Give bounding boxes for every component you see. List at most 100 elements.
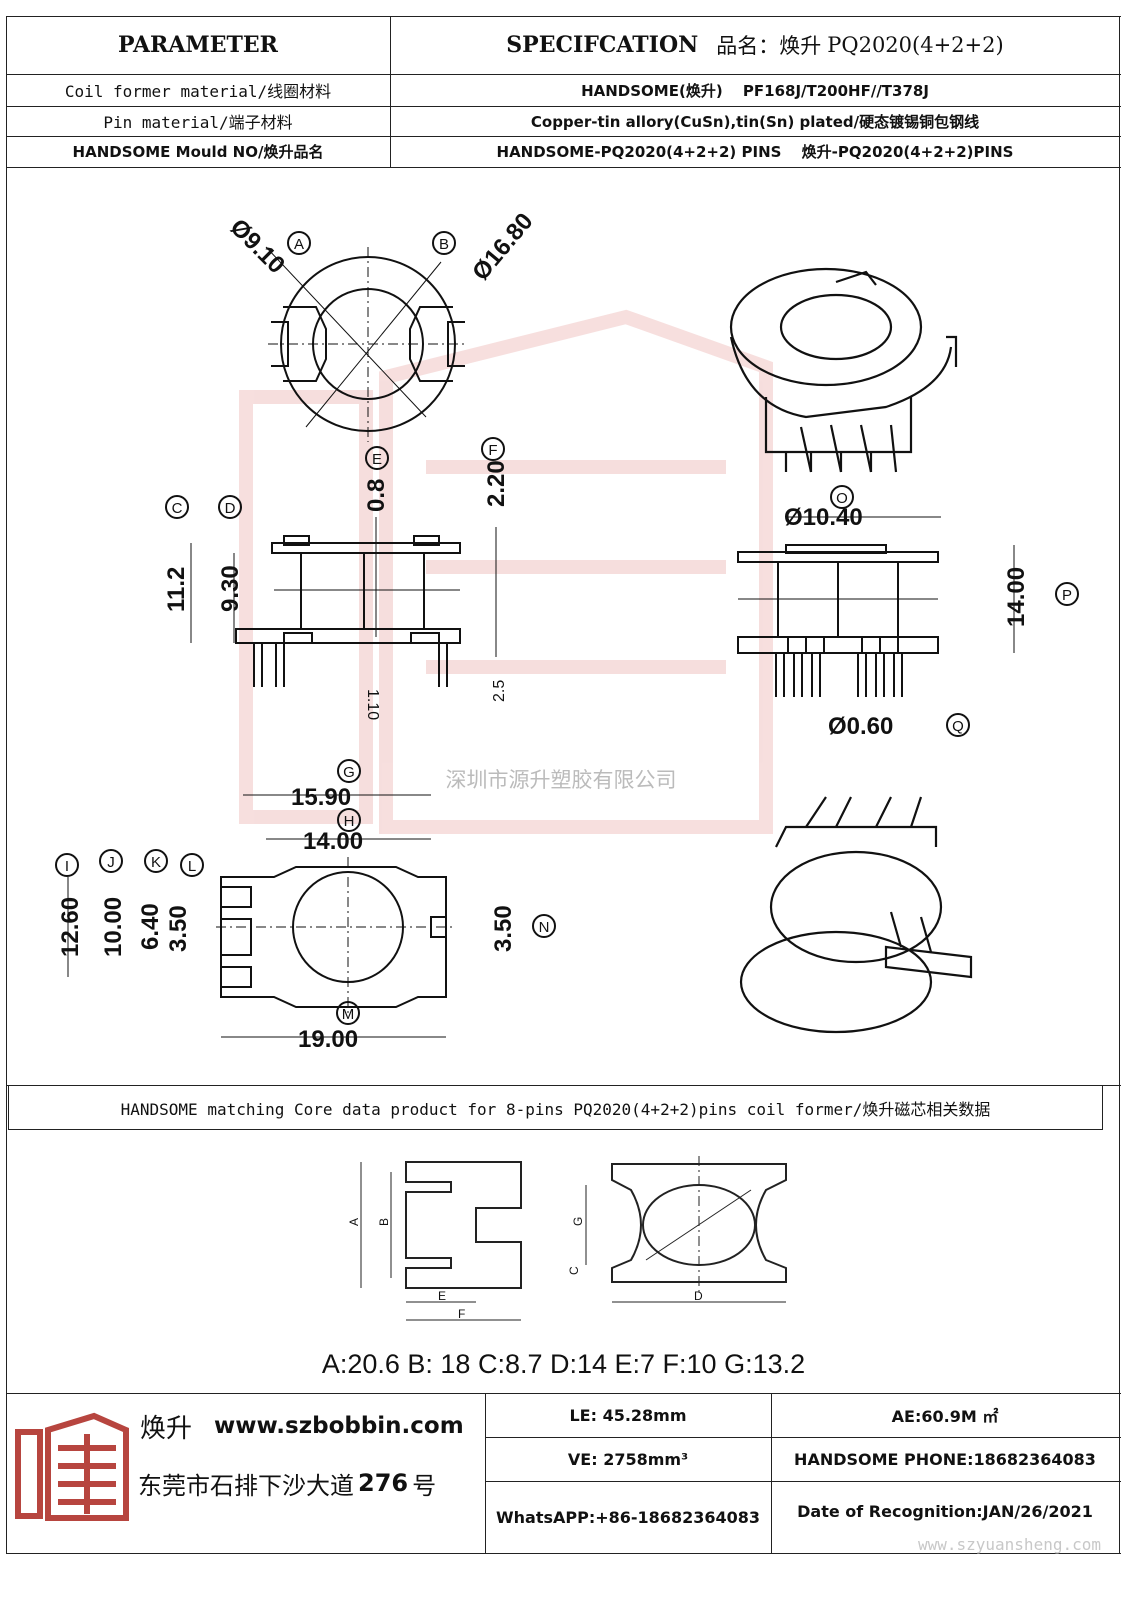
parameter-header: PARAMETER bbox=[118, 32, 278, 58]
iso-view-bottom bbox=[739, 796, 973, 1034]
marker-o: O bbox=[830, 485, 854, 509]
dim-1-10: 1.10 bbox=[364, 689, 381, 720]
coil-former-drawing: Ø9.10 A B Ø16.80 bbox=[55, 208, 1079, 1053]
address-line: 东莞市石排下沙大道 276 号 bbox=[138, 1458, 485, 1508]
bottom-view bbox=[67, 794, 456, 1038]
ae-value: AE:60.9M ㎡ bbox=[891, 1407, 999, 1426]
svg-text:G: G bbox=[343, 764, 355, 781]
dim-phi-16-80: Ø16.80 bbox=[467, 208, 538, 286]
core-title-box: HANDSOME matching Core data product for … bbox=[8, 1085, 1103, 1130]
core-title: HANDSOME matching Core data product for … bbox=[120, 1099, 991, 1119]
svg-text:B: B bbox=[439, 236, 449, 253]
row-label: Pin material/端子材料 bbox=[103, 113, 293, 132]
marker-c: C bbox=[165, 495, 189, 519]
dim-10-00: 10.00 bbox=[100, 897, 127, 957]
core-label-g: G bbox=[571, 1217, 585, 1226]
dim-9-30: 9.30 bbox=[217, 565, 244, 612]
row-value: Copper-tin allory(CuSn),tin(Sn) plated/硬… bbox=[530, 112, 980, 131]
dim-12-60: 12.60 bbox=[57, 897, 84, 957]
marker-f: F bbox=[481, 437, 505, 461]
top-view bbox=[265, 246, 468, 442]
core-label-d: D bbox=[694, 1289, 703, 1303]
rule bbox=[485, 1481, 1121, 1482]
address-prefix: 东莞市石排下沙大道 bbox=[138, 1471, 354, 1500]
marker-i: I bbox=[55, 853, 79, 877]
svg-text:A: A bbox=[294, 236, 304, 253]
row-value: HANDSOME-PQ2020(4+2+2) PINS 焕升-PQ2020(4+… bbox=[496, 143, 1014, 161]
date-value: Date of Recognition:JAN/26/2021 bbox=[797, 1501, 1093, 1521]
rule bbox=[485, 1393, 486, 1554]
svg-text:J: J bbox=[107, 854, 115, 871]
svg-text:N: N bbox=[539, 919, 550, 936]
dim-19-00: 19.00 bbox=[298, 1026, 358, 1053]
svg-text:Q: Q bbox=[952, 718, 964, 735]
side-view bbox=[190, 517, 497, 687]
dim-2-20: 2.20 bbox=[483, 460, 510, 507]
core-label-e: E bbox=[438, 1289, 446, 1303]
svg-text:L: L bbox=[188, 858, 196, 875]
dim-15-90: 15.90 bbox=[291, 784, 351, 811]
product-name-label: 品名：焕升 bbox=[716, 34, 822, 58]
dim-0-8: 0.8 bbox=[363, 479, 390, 512]
core-label-b: B bbox=[377, 1218, 391, 1226]
rule bbox=[6, 1393, 1121, 1394]
row-value: HANDSOME(焕升) PF168J/T200HF//T378J bbox=[581, 81, 929, 100]
front-view bbox=[737, 516, 1015, 697]
marker-m: M bbox=[336, 1001, 360, 1025]
core-side-view bbox=[360, 1161, 522, 1321]
marker-b: B bbox=[432, 231, 456, 255]
dim-6-40: 6.40 bbox=[137, 903, 164, 950]
phone-value: HANDSOME PHONE:18682364083 bbox=[794, 1449, 1096, 1469]
handsome-logo bbox=[15, 1412, 129, 1521]
marker-k: K bbox=[144, 849, 168, 873]
marker-l: L bbox=[180, 853, 204, 877]
product-name-value: PQ2020(4+2+2) bbox=[827, 33, 1004, 57]
svg-text:D: D bbox=[225, 500, 236, 517]
address-suffix: 号 bbox=[412, 1471, 437, 1500]
marker-n: N bbox=[532, 914, 556, 938]
iso-view-top bbox=[729, 267, 958, 473]
marker-p: P bbox=[1055, 582, 1079, 606]
dim-14-00: 14.00 bbox=[1003, 567, 1030, 627]
rule bbox=[6, 136, 1121, 137]
core-drawing: A B E F G C D bbox=[347, 1156, 787, 1321]
border-left bbox=[6, 16, 7, 1554]
svg-text:E: E bbox=[372, 451, 382, 468]
svg-text:C: C bbox=[172, 500, 183, 517]
ve-value: VE: 2758mm³ bbox=[567, 1449, 689, 1469]
dim-phi-10-40: Ø10.40 bbox=[784, 504, 863, 531]
website-link[interactable]: www.szbobbin.com bbox=[214, 1413, 464, 1439]
dim-phi-9-10: Ø9.10 bbox=[225, 214, 290, 279]
rule bbox=[485, 1437, 1121, 1438]
svg-text:H: H bbox=[344, 813, 355, 830]
marker-h: H bbox=[337, 808, 361, 832]
watermark-logo bbox=[239, 309, 773, 834]
dim-phi-0-60: Ø0.60 bbox=[828, 713, 893, 740]
core-label-f: F bbox=[458, 1307, 465, 1321]
border-right bbox=[1119, 16, 1120, 1554]
company-watermark: 深圳市源升塑胶有限公司 bbox=[446, 769, 677, 792]
row-label: Coil former material/线圈材料 bbox=[64, 82, 332, 101]
specification-header: SPECIFCATION 品名：焕升 PQ2020(4+2+2) bbox=[390, 16, 1120, 74]
rule bbox=[6, 106, 1121, 107]
dim-2-5: 2.5 bbox=[491, 680, 508, 702]
rule bbox=[771, 1393, 772, 1554]
core-label-a: A bbox=[347, 1218, 361, 1226]
rule bbox=[390, 16, 391, 167]
core-label-c: C bbox=[567, 1266, 581, 1275]
brand-name: 焕升 bbox=[140, 1413, 193, 1444]
marker-a: A bbox=[287, 231, 311, 255]
core-top-view bbox=[585, 1156, 787, 1303]
svg-text:I: I bbox=[65, 858, 69, 875]
core-values: A:20.6 B: 18 C:8.7 D:14 E:7 F:10 G:13.2 bbox=[321, 1348, 806, 1379]
svg-text:M: M bbox=[342, 1006, 355, 1023]
brand-line: 焕升 www.szbobbin.com bbox=[140, 1401, 485, 1451]
marker-j: J bbox=[99, 849, 123, 873]
marker-g: G bbox=[337, 759, 361, 783]
le-value: LE: 45.28mm bbox=[569, 1405, 687, 1425]
rule bbox=[6, 74, 1121, 75]
dim-11-2: 11.2 bbox=[163, 567, 190, 612]
dim-3-50-slot: 3.50 bbox=[490, 905, 517, 952]
border-top bbox=[6, 16, 1121, 17]
svg-text:O: O bbox=[836, 490, 848, 507]
